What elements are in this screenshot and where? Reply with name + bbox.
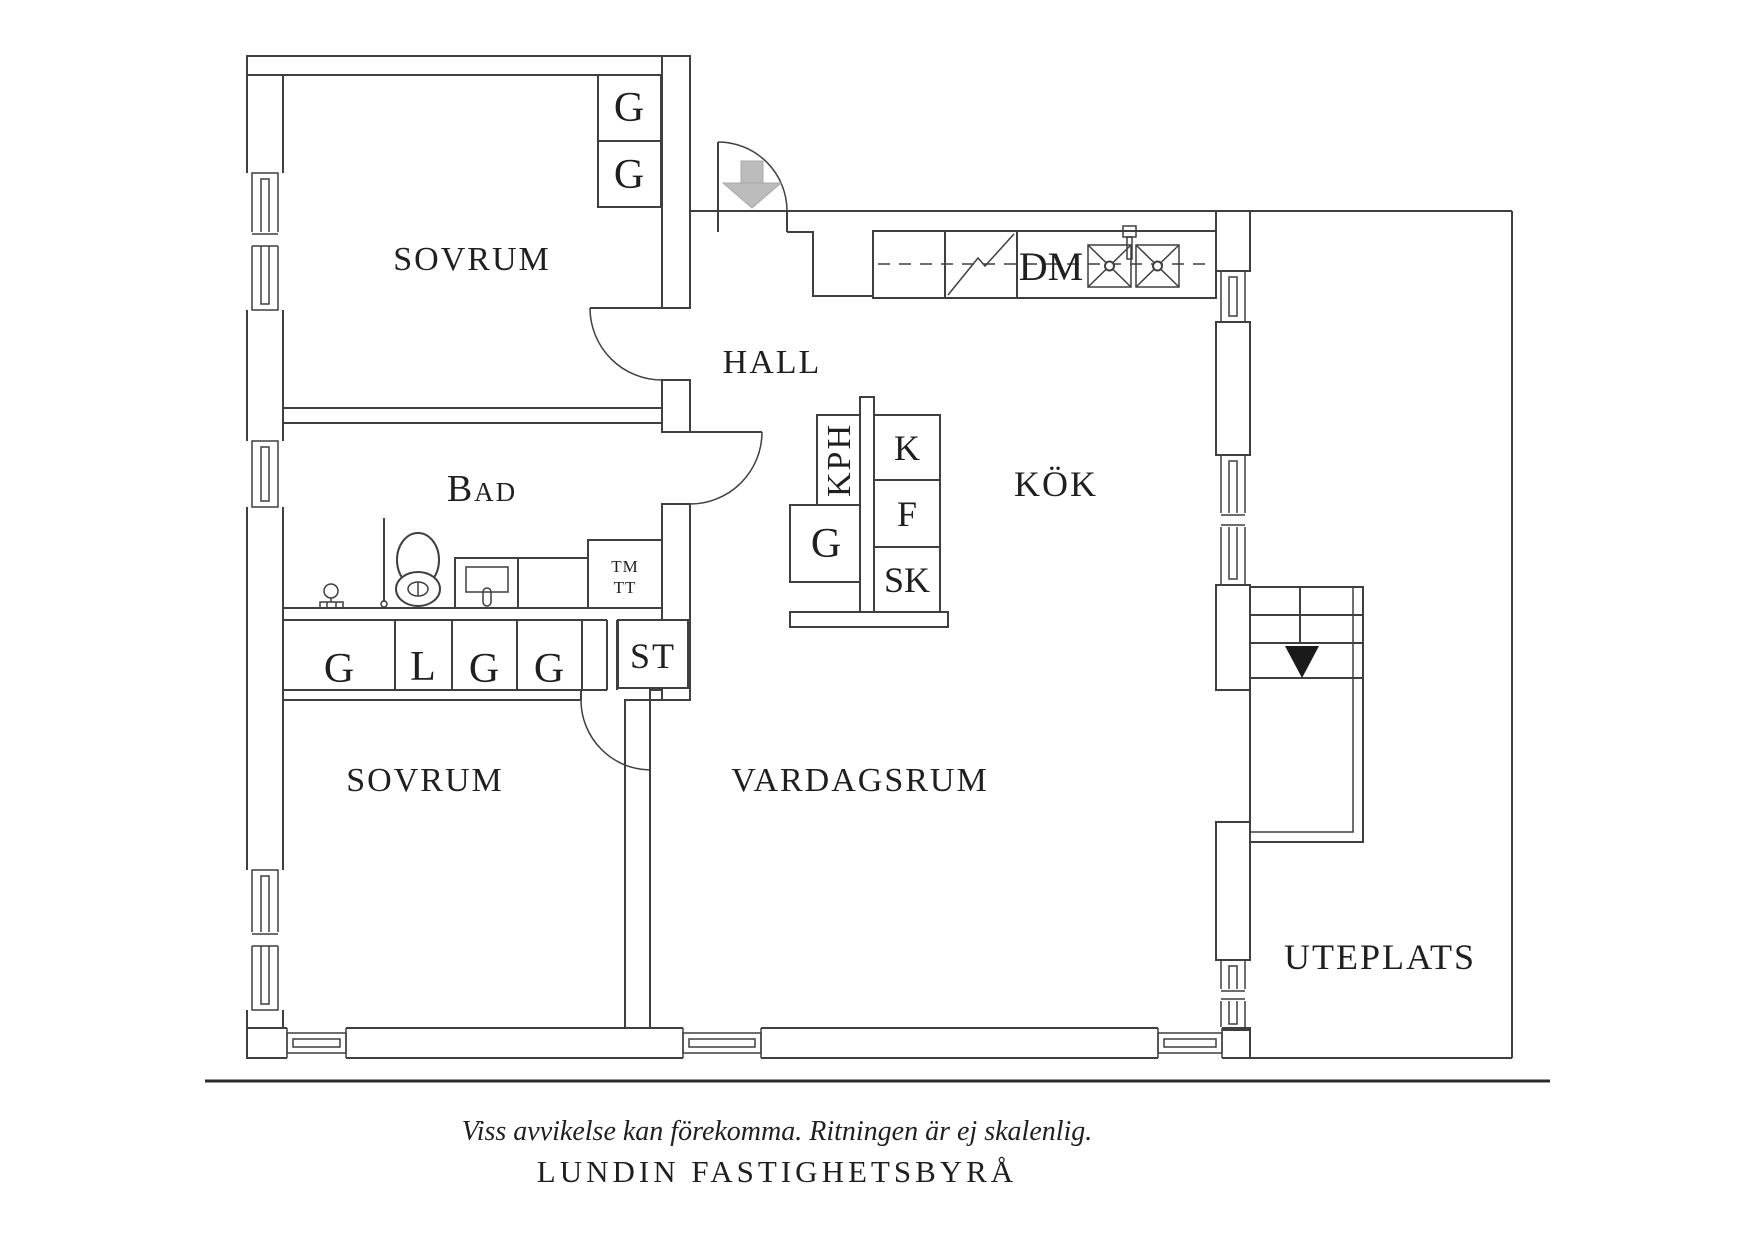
washbasin [454,557,519,609]
closet-row-label-3: G [534,646,564,692]
bedroom2-door [580,699,651,771]
cleaning-closet-label: ST [630,636,676,676]
window-kitchen-small [1220,270,1246,323]
patio-label: UTEPLATS [1284,937,1476,977]
window-bottom-bedroom2 [286,1027,347,1059]
right-wall-seg1 [1215,210,1251,272]
stair-platform [1249,586,1364,843]
bedroom-bathroom-wall [282,407,663,424]
bathroom-fixtures: TM TT [319,518,663,609]
platform-inner-edge [1250,587,1354,833]
kitchen-label: KÖK [1014,464,1098,504]
storage-wall-stub [859,396,875,613]
hall-label: HALL [723,344,822,381]
room-labels: SOVRUM HALL Bad KÖK SOVRUM VARDAGSRUM UT… [346,241,1476,977]
right-wall-seg2 [1215,321,1251,456]
hall-wall-seg1 [661,55,691,309]
cabinet-label: SK [884,560,930,600]
vestibule-wall-jog [787,231,873,297]
bedroom1-wardrobes: G G [597,74,662,208]
footer-disclaimer: Viss avvikelse kan förekomma. Ritningen … [462,1116,1093,1147]
cabinet-box [873,546,941,613]
wardrobe-box-1 [597,74,662,142]
window-bottom-livingroom-left [682,1027,762,1059]
footer: Viss avvikelse kan förekomma. Ritningen … [205,1079,1550,1189]
freezer-box [873,479,941,548]
wardrobe-box-2 [597,140,662,208]
coat-rack-label: KPH [821,423,858,497]
closet-row-label-1: L [410,644,436,690]
entry-door [717,141,788,212]
toilet [395,532,441,607]
bedroom2-right-wall [624,699,651,1029]
bathroom-door [689,431,763,505]
storage-base-wall [789,611,949,628]
closet-row: G L G G ST [324,619,689,692]
window-livingroom-right [1220,959,1246,1031]
sink-symbol [1087,225,1180,288]
window-bedroom2 [246,869,284,1011]
stove-symbol [947,233,1015,296]
windows [246,172,1246,1059]
wardrobe-1-label: G [614,85,644,131]
door-hinge-block [649,689,663,701]
coat-rack-box [816,414,861,506]
freezer-label: F [897,494,917,534]
right-wall-seg3 [1215,584,1251,691]
bathroom-counter [517,557,589,609]
window-bottom-livingroom-right [1157,1027,1223,1059]
shower [319,518,388,609]
hall-storage-block: KPH K F SK G [789,396,949,628]
bedroom-top-label: SOVRUM [393,241,550,278]
footer-company: LUNDIN FASTIGHETSBYRÅ [537,1154,1017,1189]
fridge-label: K [894,428,920,468]
closet-row-label-0: G [324,646,354,692]
entry-arrow-shaft [740,160,764,184]
bathroom-label: Bad [447,468,517,510]
hall-wall-seg2 [661,379,691,433]
bedroom-bottom-label: SOVRUM [346,762,503,799]
fridge-box [873,414,941,481]
window-kitchen-tall [1220,454,1246,586]
wardrobe-kitchen-box [789,504,861,583]
cleaning-closet-box [617,619,689,689]
tumble-dryer-label: TT [614,578,637,597]
patio-stairs [1249,586,1364,843]
bedroom1-door [589,307,663,381]
right-wall-seg4 [1215,821,1251,961]
entry-arrow-head [721,182,783,209]
top-exterior-wall [246,55,691,76]
living-room-label: VARDAGSRUM [731,762,988,799]
dishwasher-label: DM [1019,244,1083,289]
closet-row-label-2: G [469,646,499,692]
kitchen-counter: DM [872,225,1217,299]
washing-machine-label: TM [611,557,639,576]
wardrobe-2-label: G [614,152,644,198]
stair-direction-arrow [1285,646,1319,678]
window-bedroom1 [246,172,284,311]
wardrobe-kitchen-label: G [811,521,841,567]
window-bathroom [246,440,284,508]
entry-arrow [721,160,783,209]
interior-walls [282,55,873,1029]
